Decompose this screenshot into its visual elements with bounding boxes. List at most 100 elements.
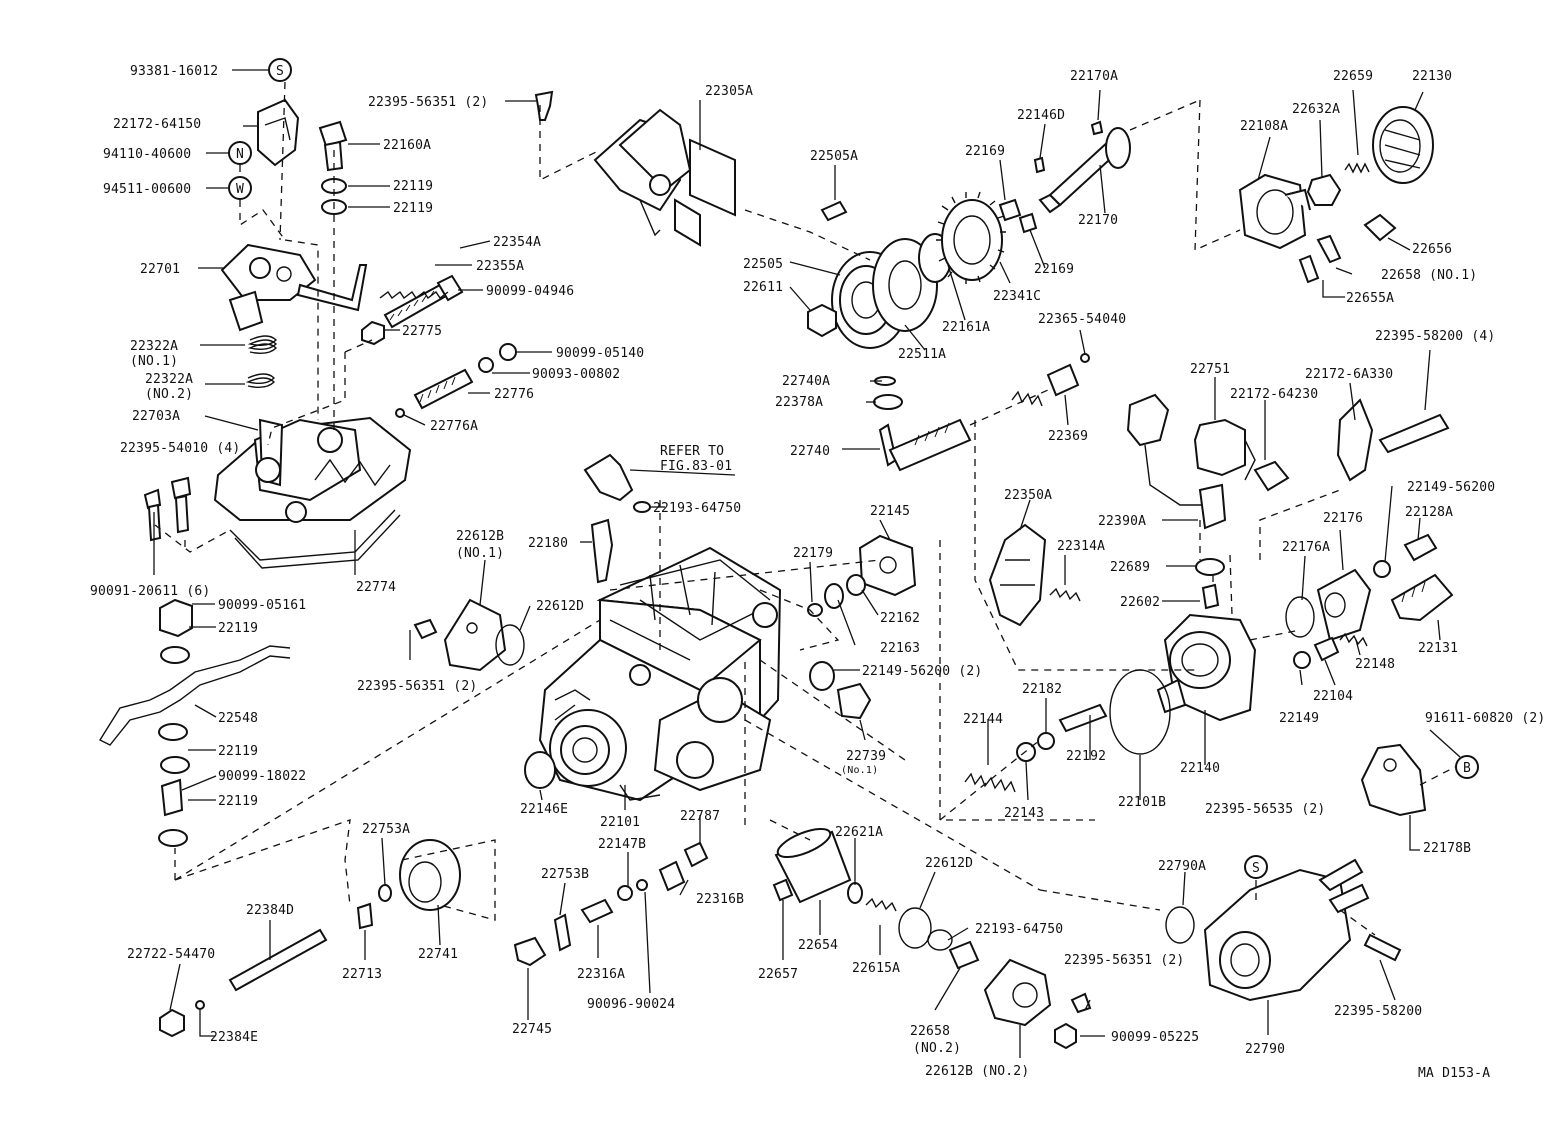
part-label: 90099-18022 [218, 769, 306, 784]
oring-22612d-lower [898, 907, 932, 949]
part-label: 90093-00802 [532, 367, 620, 382]
part-label: 22161A [942, 320, 990, 335]
drive-shaft-22170 [1038, 127, 1131, 214]
part-label: 22146E [520, 802, 568, 817]
part-label: 22163 [880, 641, 920, 656]
part-label: 22169 [1034, 262, 1074, 277]
screw-22395-56351-mid [413, 618, 438, 640]
part-label: 22148 [1355, 657, 1395, 672]
part-label: 22322A [130, 339, 178, 354]
pin-22655a [1298, 254, 1320, 284]
part-label: 22170A [1070, 69, 1118, 84]
part-label: 22179 [793, 546, 833, 561]
plate-22753b [553, 913, 572, 952]
washer-22193-64750-mid [633, 501, 651, 513]
part-label: 22147B [598, 837, 646, 852]
oring-22790a [1165, 906, 1195, 944]
part-label: 22751 [1190, 362, 1230, 377]
part-label: 22384E [210, 1030, 258, 1045]
plug-22787 [683, 841, 709, 868]
spring-22369-side [1011, 390, 1043, 407]
part-label: 90099-05140 [556, 346, 644, 361]
solenoid-22751 [1126, 393, 1256, 506]
part-label: 22790 [1245, 1042, 1285, 1057]
part-label: 22632A [1292, 102, 1340, 117]
governor-cover-assembly [213, 416, 412, 569]
link-22350a [988, 523, 1047, 627]
nut-22775 [361, 320, 385, 346]
part-label: 22170 [1078, 213, 1118, 228]
part-label: 94511-00600 [103, 182, 191, 197]
fitting-22180 [590, 518, 614, 584]
part-label: 22740A [782, 374, 830, 389]
part-label: 22395-58200 [1334, 1004, 1422, 1019]
part-label: 22193-64750 [975, 922, 1063, 937]
marker-letter: S [276, 64, 284, 79]
distributor-head-22140 [1156, 613, 1257, 722]
plate-22612b-no1 [443, 598, 507, 672]
part-label: 22703A [132, 409, 180, 424]
bolt-90091-20611 [143, 488, 162, 542]
pin-22146d [1033, 156, 1046, 174]
washer-22119-c [160, 646, 190, 664]
figure-code: MA D153-A [1418, 1066, 1490, 1081]
part-label: 22101B [1118, 795, 1166, 810]
washer-22149 [1293, 651, 1311, 669]
part-label: 22790A [1158, 859, 1206, 874]
part-label: 22160A [383, 138, 431, 153]
gear-22341c [936, 191, 1006, 284]
spacer-22632a [1306, 173, 1342, 206]
marker-letter: N [236, 147, 244, 162]
spring-22659 [1344, 162, 1370, 174]
part-label: 22172-6A330 [1305, 367, 1393, 382]
part-label: 22365-54040 [1038, 312, 1126, 327]
nut-90099-05140 [499, 343, 517, 361]
ring-22621a [847, 882, 863, 904]
part-label: 22612D [925, 856, 973, 871]
spring-22148 [1339, 632, 1368, 647]
part-label: 22119 [393, 201, 433, 216]
screw-22658-no1 [1316, 234, 1342, 264]
refer-note-line-1: REFER TO [660, 444, 724, 459]
spring-22615a [865, 897, 897, 912]
washer-22162 [846, 574, 866, 596]
part-label: 22776A [430, 419, 478, 434]
screw-22316a [580, 898, 614, 924]
key-22169-b [1018, 212, 1038, 234]
pump-housing-22101 [538, 546, 782, 802]
bolt-22192 [1058, 703, 1108, 733]
part-label: 22741 [418, 947, 458, 962]
nut-90099-05225 [1054, 1022, 1077, 1050]
part-label: 22119 [218, 621, 258, 636]
part-label: 22354A [493, 235, 541, 250]
part-label: 22602 [1120, 595, 1160, 610]
spring-22144 [964, 772, 1016, 793]
oring-22612d-mid [495, 624, 525, 666]
part-label: 22739 [846, 749, 886, 764]
lever-assembly-22305a [593, 108, 736, 247]
oring-22689 [1195, 558, 1225, 576]
part-label: 22104 [1313, 689, 1353, 704]
feed-pump-22790 [1203, 858, 1370, 1002]
washer-22119-d [158, 723, 188, 741]
part-label: 22511A [898, 347, 946, 362]
timer-cover-22108a [1238, 173, 1311, 250]
marker-letter: W [236, 182, 244, 197]
part-label: 22740 [790, 444, 830, 459]
part-label: 22146D [1017, 108, 1065, 123]
part-label: 90099-04946 [486, 284, 574, 299]
part-label: 22611 [743, 280, 783, 295]
pipe-22548 [98, 645, 291, 746]
part-label: 22192 [1066, 749, 1106, 764]
bracket-22172-64150 [257, 98, 300, 167]
pin-22657 [772, 878, 794, 902]
part-label: 91611-60820 (2) [1425, 711, 1545, 726]
washer-22149-56200 [1373, 560, 1391, 578]
screw-22658-no2 [948, 940, 980, 970]
part-label: (NO.1) [456, 546, 504, 561]
plug-22656 [1363, 213, 1397, 242]
part-label: 22753B [541, 867, 589, 882]
part-label: 22149 [1279, 711, 1319, 726]
part-label: 22172-64230 [1230, 387, 1318, 402]
part-label: 22615A [852, 961, 900, 976]
